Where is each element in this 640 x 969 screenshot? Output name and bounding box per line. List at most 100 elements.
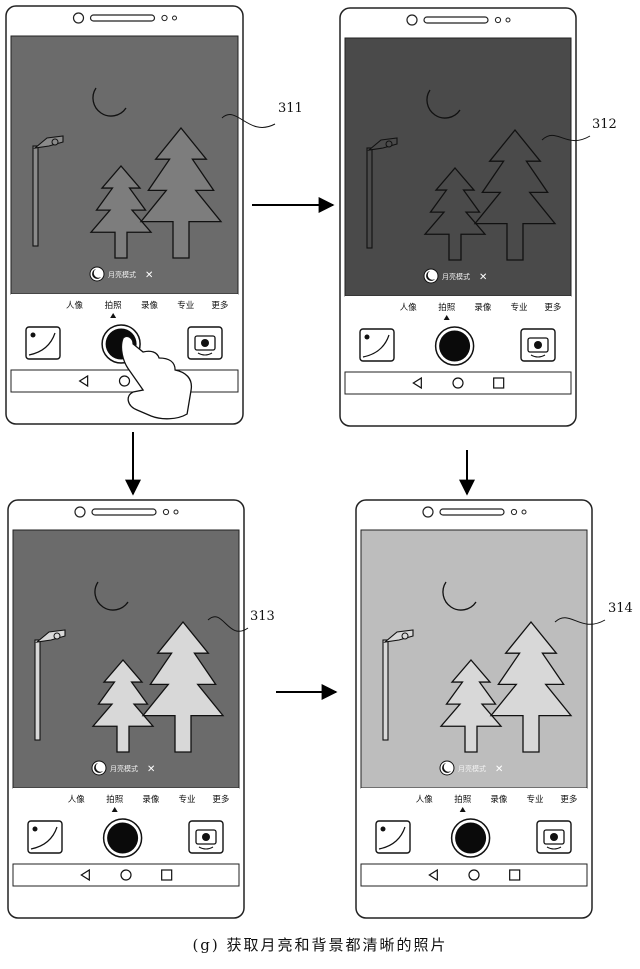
mode-tab-4[interactable]: 更多 (560, 794, 578, 805)
front-camera-icon (422, 506, 434, 518)
flow-arrows (125, 197, 475, 700)
small-tree-icon-shape (89, 165, 153, 259)
mode-tab-0[interactable]: 人像 (66, 300, 84, 311)
recents-square-icon[interactable] (161, 869, 173, 881)
recents-square-icon[interactable] (509, 869, 521, 881)
switch-camera-button[interactable] (520, 328, 556, 362)
earpiece-icon (439, 508, 505, 516)
sensor-dot-icon (162, 508, 170, 516)
sensor-dot-icon (505, 17, 511, 23)
close-icon[interactable]: ✕ (479, 272, 487, 283)
mode-tab-3[interactable]: 专业 (511, 302, 528, 313)
front-camera-icon (74, 506, 86, 518)
reference-leader-line (221, 114, 276, 128)
switch-camera-button[interactable] (188, 820, 224, 854)
mode-tab-3[interactable]: 专业 (179, 794, 196, 805)
moon-mode-badge[interactable]: 月亮模式 ✕ (439, 760, 503, 776)
back-triangle-icon[interactable] (412, 376, 422, 390)
reference-leader-line (554, 617, 606, 625)
close-icon[interactable]: ✕ (495, 764, 503, 775)
tapping-hand-icon (120, 335, 193, 420)
moon-mode-badge[interactable]: 月亮模式✕ (423, 268, 487, 284)
small-tree-icon (423, 167, 487, 261)
moon-mode-badge[interactable]: 月亮模式 ✕ (91, 760, 155, 776)
earpiece-icon (91, 508, 157, 516)
home-circle-icon[interactable] (468, 869, 480, 881)
mode-tab-3[interactable]: 专业 (527, 794, 544, 805)
mode-tab-2[interactable]: 录像 (142, 794, 160, 805)
front-camera-icon (406, 14, 418, 26)
sensor-dot-icon (510, 508, 518, 516)
home-circle-icon[interactable] (118, 375, 131, 387)
switch-camera-button[interactable] (187, 326, 223, 360)
mode-tab-2[interactable]: 录像 (490, 794, 508, 805)
reference-label: 311 (278, 101, 303, 116)
crescent-glyph (94, 763, 103, 773)
switch-camera-button[interactable] (536, 820, 572, 854)
reference-leader-line (207, 616, 249, 632)
mode-tab-0[interactable]: 人像 (400, 302, 418, 313)
reference-leader-line (541, 134, 591, 142)
mode-tab-4[interactable]: 更多 (212, 794, 230, 805)
small-tree-icon-shape (91, 659, 155, 753)
recents-square-icon[interactable] (493, 377, 505, 389)
large-tree-icon (489, 620, 573, 753)
sensor-dot-icon (173, 509, 179, 515)
reference-label: 314 (608, 601, 633, 616)
back-triangle-icon[interactable] (428, 868, 438, 882)
reference-label: 312 (592, 117, 617, 132)
home-circle-icon[interactable] (120, 869, 132, 881)
moon-icon (92, 87, 127, 117)
close-icon[interactable]: ✕ (145, 270, 153, 281)
small-tree-icon (439, 659, 503, 753)
shutter-inner (439, 330, 471, 362)
mode-tab-3[interactable]: 专业 (177, 300, 194, 311)
back-triangle-icon[interactable] (80, 868, 90, 882)
shutter-inner (107, 822, 139, 854)
selected-mode-indicator-icon (110, 313, 117, 318)
viewfinder (360, 529, 588, 789)
figure-caption: (g) 获取月亮和背景都清晰的照片 (192, 936, 448, 954)
large-tree-icon (141, 620, 225, 753)
mode-tab-1[interactable]: 拍照 (105, 300, 123, 311)
earpiece-icon (423, 16, 489, 24)
mode-tab-4[interactable]: 更多 (211, 300, 229, 311)
gallery-thumbnail-button[interactable] (375, 820, 411, 854)
back-triangle-icon[interactable] (78, 374, 89, 388)
sensor-dot-icon (494, 16, 502, 24)
gallery-thumbnail-button[interactable] (25, 326, 61, 360)
close-icon[interactable]: ✕ (147, 764, 155, 775)
street-lamp-icon (382, 629, 414, 741)
small-tree-icon (91, 659, 155, 753)
large-tree-icon-shape (141, 620, 225, 753)
selected-mode-indicator-icon (443, 315, 450, 320)
mode-tab-0[interactable]: 人像 (68, 794, 86, 805)
large-tree-icon-shape (489, 620, 573, 753)
gallery-thumbnail-button[interactable] (359, 328, 395, 362)
phone-311: 月亮模式✕ 人像 拍照 录像 专业 更多 311 (5, 5, 303, 425)
selected-mode-indicator-icon (459, 807, 466, 812)
moon-icon (442, 581, 477, 611)
home-circle-icon[interactable] (452, 377, 464, 389)
large-tree-icon (139, 126, 223, 259)
mode-tab-1[interactable]: 拍照 (106, 794, 124, 805)
front-camera-icon (72, 12, 85, 24)
crescent-glyph (442, 763, 451, 773)
large-tree-icon-shape (139, 126, 223, 259)
mode-tab-1[interactable]: 拍照 (454, 794, 472, 805)
mode-tab-1[interactable]: 拍照 (438, 302, 456, 313)
moon-mode-badge[interactable]: 月亮模式✕ (89, 266, 153, 282)
mode-tab-4[interactable]: 更多 (544, 302, 562, 313)
sensor-dot-icon (172, 15, 177, 21)
large-tree-icon (473, 128, 557, 261)
mode-tab-2[interactable]: 录像 (474, 302, 492, 313)
mode-tab-2[interactable]: 录像 (141, 300, 159, 311)
street-lamp-icon (32, 135, 64, 247)
gallery-thumbnail-button[interactable] (27, 820, 63, 854)
crescent-glyph (426, 271, 435, 281)
moon-mode-label: 月亮模式 (458, 764, 486, 773)
moon-mode-label: 月亮模式 (110, 764, 138, 773)
mode-tab-0[interactable]: 人像 (416, 794, 434, 805)
street-lamp-icon (34, 629, 66, 741)
